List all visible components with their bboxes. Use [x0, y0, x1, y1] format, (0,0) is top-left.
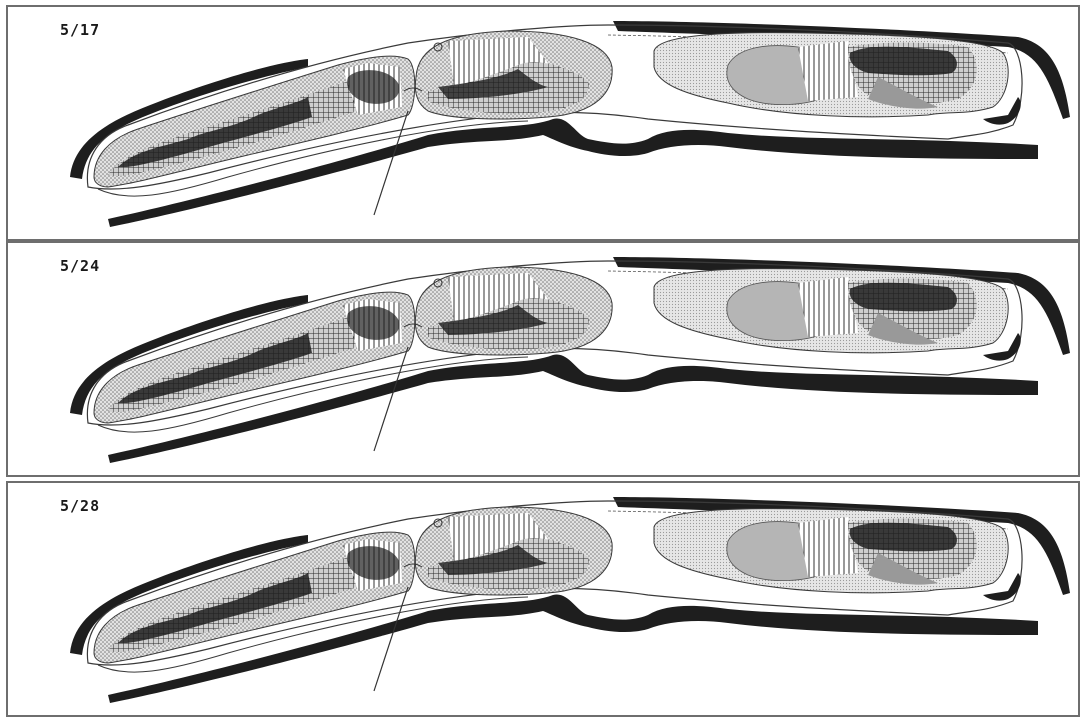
panel-5-24: 5/24 [6, 241, 1080, 477]
date-label: 5/17 [60, 21, 100, 39]
panel-5-28: 5/28 [6, 481, 1080, 717]
section-diagram [8, 483, 1080, 717]
date-label: 5/28 [60, 497, 100, 515]
panel-5-17: 5/17 [6, 5, 1080, 241]
date-label: 5/24 [60, 257, 100, 275]
section-diagram [8, 7, 1080, 241]
section-diagram [8, 243, 1080, 477]
